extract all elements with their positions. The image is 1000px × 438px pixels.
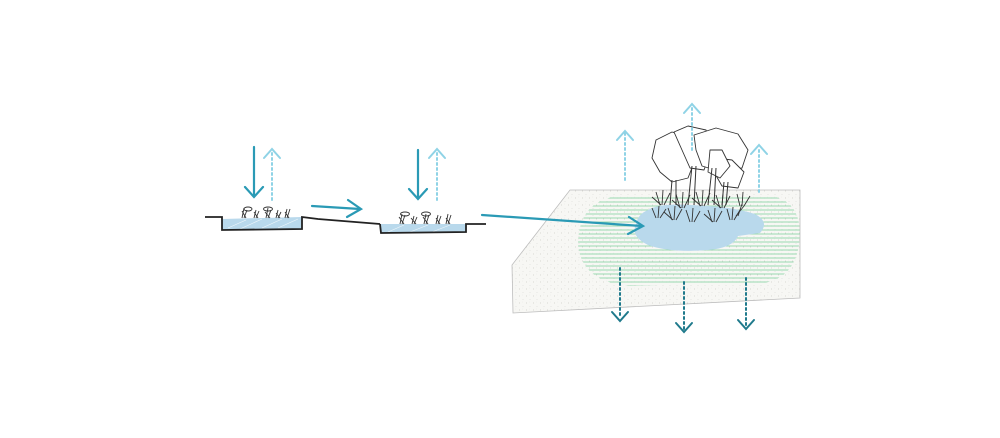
swale-2-water (381, 224, 466, 233)
arrow-up-dotted-icon (750, 143, 768, 193)
ground-line-1 (205, 215, 381, 231)
swale-2-water-texture (387, 224, 451, 233)
arrow-down-dotted-icon (737, 277, 755, 331)
stage-small-swale (205, 145, 381, 231)
tree-canopy-icon (651, 125, 749, 189)
arrow-right-icon (310, 198, 364, 219)
swale-1-water-texture (227, 218, 299, 230)
arrow-up-dotted-icon (428, 147, 446, 201)
arrow-down-dotted-icon (611, 267, 629, 323)
grass-icon (651, 189, 751, 223)
pond-water (634, 204, 764, 251)
ground-line-2 (379, 223, 486, 234)
stage-infiltration-basin (511, 102, 801, 334)
arrow-up-dotted-icon (683, 102, 701, 151)
arrow-down-icon (407, 148, 429, 201)
arrow-down-icon (243, 145, 265, 199)
swale-1-water (222, 217, 302, 230)
arrow-up-dotted-icon (263, 147, 281, 201)
grass-icon (241, 206, 291, 219)
arrow-right-icon (480, 213, 646, 236)
arrow-up-dotted-icon (616, 129, 634, 181)
stage-second-swale (379, 147, 486, 234)
grass-icon (398, 211, 452, 225)
arrow-down-dotted-icon (675, 281, 693, 334)
tree-trunks (669, 165, 729, 206)
